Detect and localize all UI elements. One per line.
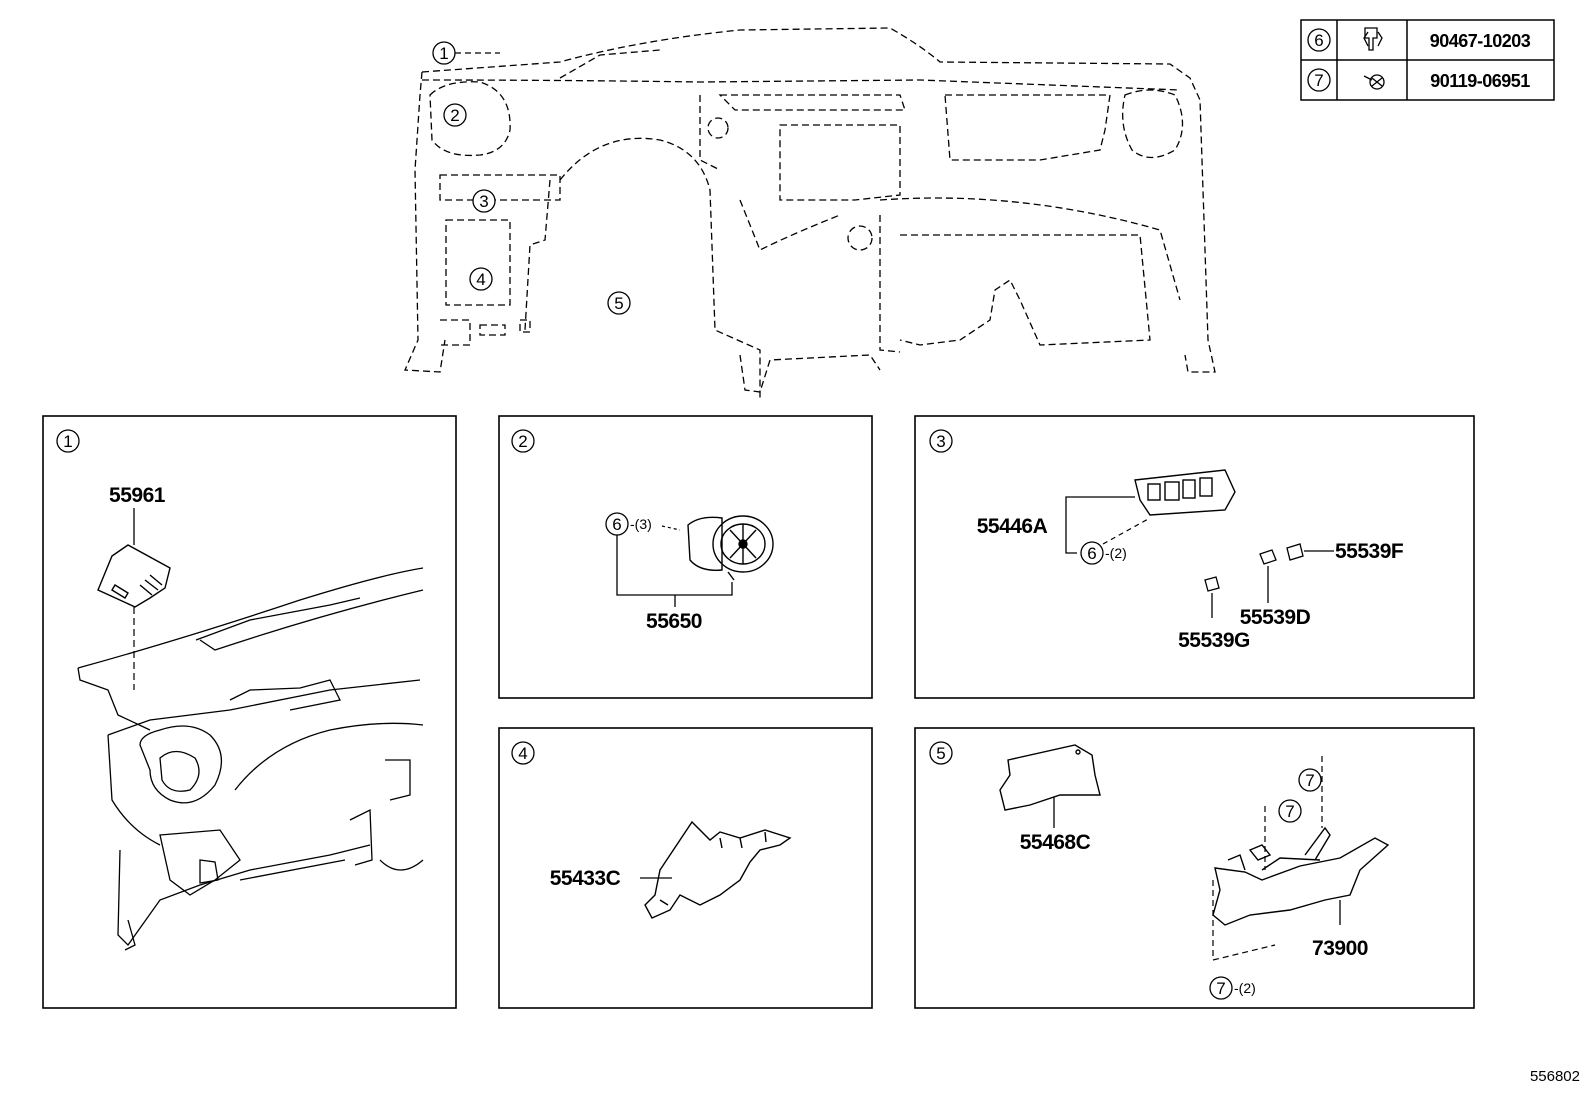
switch-base-panel — [1134, 469, 1236, 516]
panel-4: 4 55433C — [511, 741, 792, 919]
dashboard-perspective — [77, 567, 424, 951]
panel-4-ref: 4 — [518, 744, 527, 763]
panel-2: 2 6 -(3) 55650 — [511, 429, 774, 633]
panel-2-clip-ref: 6 — [612, 515, 621, 534]
panel-1: 1 55961 — [56, 429, 424, 951]
switch-hole-covers — [1204, 543, 1304, 592]
part-55468C-label: 55468C — [1020, 831, 1091, 854]
part-55433C-label: 55433C — [550, 867, 621, 890]
legend-row-7: 7 90119-06951 — [1307, 68, 1531, 92]
part-55539D-label: 55539D — [1240, 606, 1311, 629]
svg-text:2: 2 — [450, 106, 459, 125]
panel-5-screw-ref-b: 7 — [1285, 802, 1294, 821]
part-55961-label: 55961 — [109, 484, 166, 507]
panel-2-ref: 2 — [518, 432, 527, 451]
panel-3-clip-ref: 6 — [1087, 544, 1096, 563]
part-55539G-label: 55539G — [1178, 629, 1250, 652]
panel-3-clip-qty: -(2) — [1105, 545, 1127, 561]
panel-5: 5 55468C 7 7 73900 7 -(2) — [929, 741, 1390, 1000]
fastener-legend — [1300, 19, 1555, 101]
screw-icon — [1363, 74, 1385, 90]
legend-row-6: 6 90467-10203 — [1307, 27, 1531, 52]
svg-text:4: 4 — [476, 270, 485, 289]
svg-text:1: 1 — [439, 44, 448, 63]
figure-id: 556802 — [1529, 1068, 1580, 1085]
callout-2: 2 — [443, 103, 467, 127]
clip-icon — [1363, 27, 1383, 51]
dashboard-overview — [404, 27, 1216, 400]
lower-panel-cover — [644, 820, 792, 919]
legend-part-6: 90467-10203 — [1430, 31, 1531, 51]
callout-4: 4 — [469, 267, 493, 291]
svg-text:3: 3 — [479, 192, 488, 211]
insulator-pad — [999, 744, 1101, 811]
screw-callouts — [1212, 756, 1323, 961]
side-defroster-nozzle — [97, 544, 171, 608]
knee-panel-reinforcement — [1212, 826, 1390, 926]
legend-ref-6: 6 — [1314, 31, 1323, 50]
panel-1-ref: 1 — [63, 432, 72, 451]
legend-ref-7: 7 — [1314, 71, 1323, 90]
legend-part-7: 90119-06951 — [1430, 71, 1530, 91]
side-register-vent — [687, 515, 774, 581]
overview-callouts: 1 2 3 4 5 — [432, 41, 631, 315]
callout-5: 5 — [607, 291, 631, 315]
part-55539F-label: 55539F — [1335, 540, 1404, 563]
part-73900-label: 73900 — [1312, 937, 1368, 960]
panel-3: 3 55446A 6 -(2) 55539F 55539D 55539G — [929, 429, 1404, 652]
panel-5-screw-ref-a: 7 — [1305, 771, 1314, 790]
panel-3-ref: 3 — [936, 432, 945, 451]
part-55446A-label: 55446A — [977, 515, 1048, 538]
panel-5-screw-qty: -(2) — [1234, 980, 1256, 996]
panel-5-screw-ref-c: 7 — [1216, 979, 1225, 998]
panel-frames — [42, 415, 1475, 1009]
callout-3: 3 — [472, 189, 496, 213]
panel-2-clip-qty: -(3) — [630, 516, 652, 532]
callout-1: 1 — [432, 41, 500, 65]
svg-text:5: 5 — [614, 294, 623, 313]
panel-5-ref: 5 — [936, 744, 945, 763]
part-55650-label: 55650 — [646, 610, 702, 633]
